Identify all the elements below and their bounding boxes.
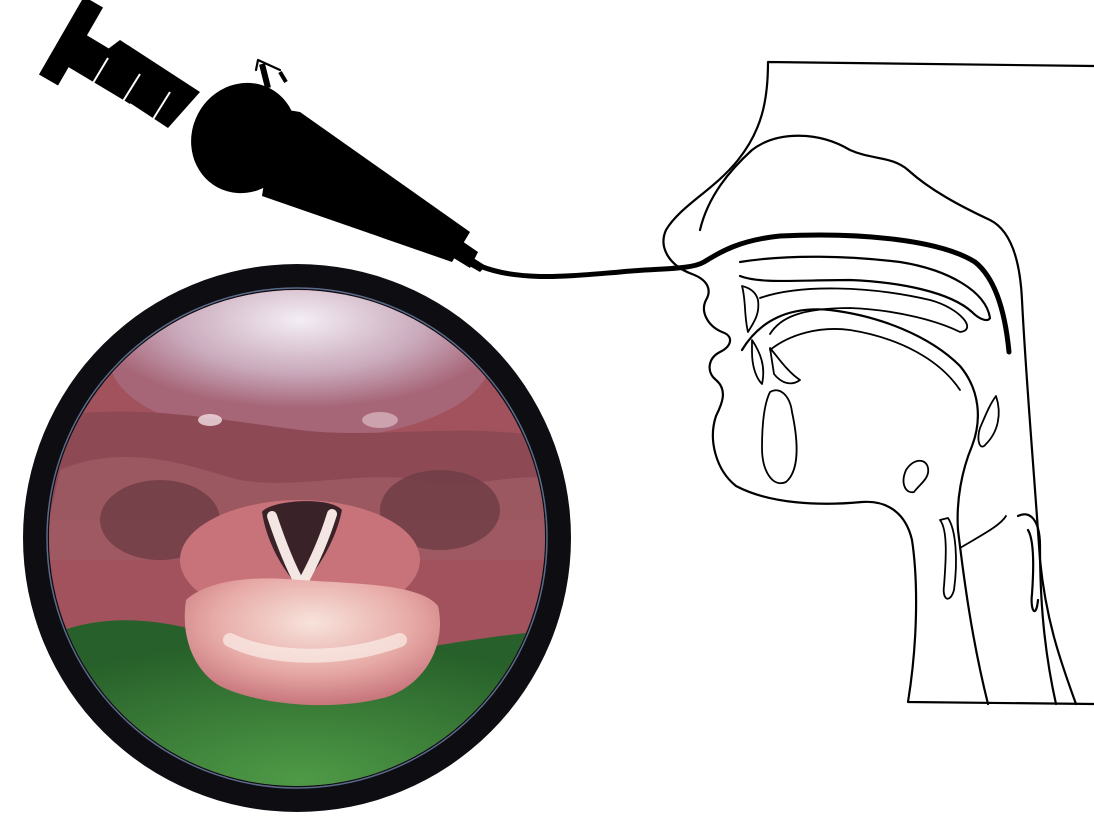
larynx-outline (940, 516, 1006, 599)
endoscopic-view (23, 264, 571, 816)
tongue-outline (742, 309, 978, 530)
mandible-outline (762, 390, 797, 483)
trachea-outline (958, 530, 988, 704)
endoscope-control-body (172, 60, 486, 272)
epiglottis-outline (978, 396, 998, 447)
hard-palate-outline (740, 257, 990, 320)
cranial-base-outline (700, 136, 1076, 704)
esophagus-outline (1018, 514, 1056, 704)
upper-teeth-outline (742, 286, 758, 332)
head-sagittal-section (664, 62, 1094, 704)
endoscope-eyepiece (39, 0, 200, 128)
endoscope-insertion-tube (480, 235, 1009, 352)
hyoid-outline (904, 461, 929, 493)
